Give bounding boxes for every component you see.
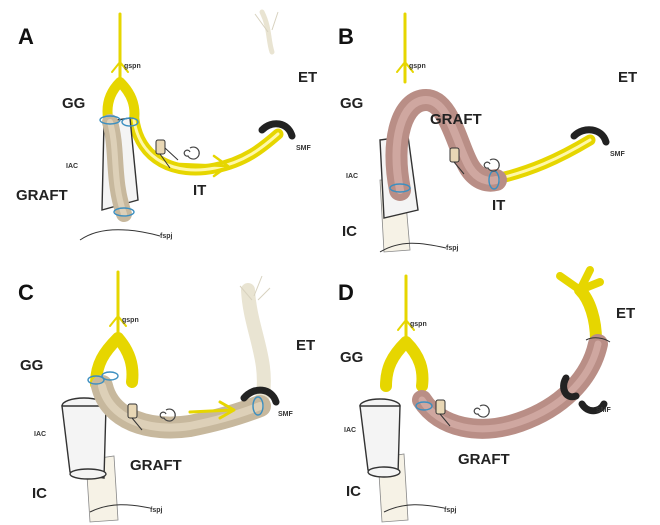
extratemporal-fork [560, 270, 600, 290]
panel-d: D ET gspn GG IC IAC GRAFT SMF [338, 270, 635, 522]
graft-label-a: GRAFT [16, 187, 68, 204]
et-label-b: ET [618, 69, 637, 86]
gg-label-b: GG [340, 95, 363, 112]
smf-label-a: SMF [296, 145, 312, 152]
fspj-label-c: fspj [150, 507, 163, 514]
iac-canal-base [70, 469, 106, 479]
et-label-d: ET [616, 305, 635, 322]
graft-label-b: GRAFT [430, 111, 482, 128]
gspn-label-c: gspn [122, 317, 139, 324]
panel-letter-d: D [338, 280, 354, 305]
extratemporal-ghost [248, 290, 264, 400]
panel-b: B gspn ET GG IC IAC IT GRAFT SMF [338, 14, 637, 252]
it-label-a: IT [193, 182, 206, 199]
cochlea-snail [184, 147, 199, 159]
fspj-label-d: fspj [444, 507, 457, 514]
iac-canal-base [368, 467, 400, 477]
tympanic-segment [492, 140, 590, 180]
iac-canal [62, 406, 106, 478]
panel-a: A gspn GG IT SMF ET IAC GRAFT [16, 12, 317, 240]
gspn-label-a: gspn [124, 63, 141, 70]
graft-label-d: GRAFT [458, 451, 510, 468]
panel-letter-a: A [18, 24, 34, 49]
cochlea-snail [474, 405, 489, 417]
ic-label-c: IC [32, 485, 47, 502]
fspj-nerve [80, 230, 160, 240]
et-label-c: ET [296, 337, 315, 354]
smf-label-c: SMF [278, 411, 294, 418]
panel-c: C ET gspn GG IC IAC GRAFT S [18, 272, 315, 522]
graft-label-c: GRAFT [130, 457, 182, 474]
gg-label-c: GG [20, 357, 43, 374]
gg-label-a: GG [62, 95, 85, 112]
panel-letter-b: B [338, 24, 354, 49]
extratemporal-branch [580, 290, 596, 340]
gg-label-d: GG [340, 349, 363, 366]
iac-canal [360, 406, 400, 474]
geniculate-ganglion [386, 342, 422, 386]
fspj-label-b: fspj [446, 245, 459, 252]
panel-letter-c: C [18, 280, 34, 305]
smf-label-d: SMF [596, 407, 612, 414]
et-label-a: ET [298, 69, 317, 86]
ic-label-d: IC [346, 483, 361, 500]
iac-label-b: IAC [346, 173, 358, 180]
fspj-label-a: fspj [160, 233, 173, 240]
iac-label-d: IAC [344, 427, 356, 434]
iac-label-a: IAC [66, 163, 78, 170]
it-label-b: IT [492, 197, 505, 214]
iac-label-c: IAC [34, 431, 46, 438]
gspn-label-b: gspn [409, 63, 426, 70]
smf-label-b: SMF [610, 151, 626, 158]
ic-label-b: IC [342, 223, 357, 240]
extratemporal-ghost [262, 12, 272, 52]
gspn-label-d: gspn [410, 321, 427, 328]
